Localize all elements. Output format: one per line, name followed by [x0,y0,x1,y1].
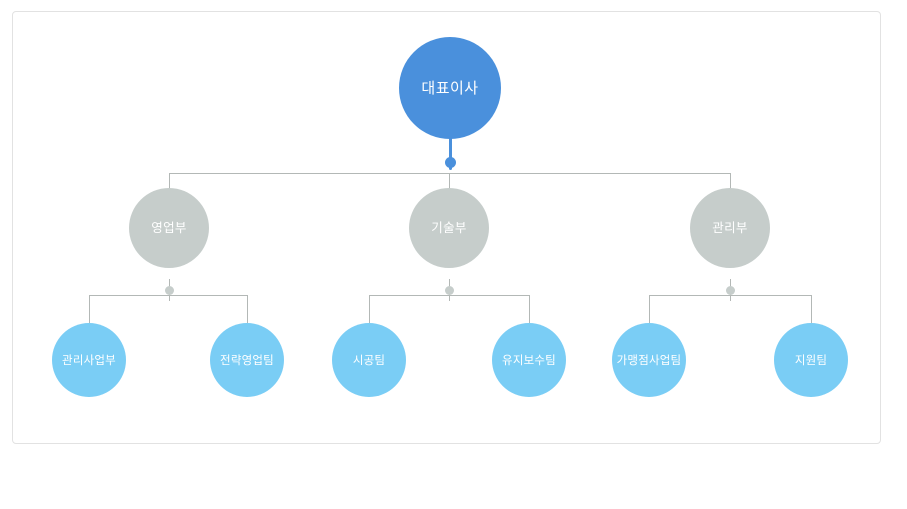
node-sales-dept-label: 영업부 [151,220,187,236]
connector-drop-support-team [811,295,812,323]
node-tech-dept-label: 기술부 [431,220,467,236]
node-admin-dept[interactable]: 관리부 [690,188,770,268]
connector-drop-strategic-sales-team [247,295,248,323]
node-sales-dept[interactable]: 영업부 [129,188,209,268]
connector-drop-admin-dept [730,173,731,199]
connector-dot-tech-dept [445,286,454,295]
node-maintenance-team[interactable]: 유지보수팀 [492,323,566,397]
connector-drop-mgmt-business-div [89,295,90,323]
connector-drop-sales-dept [169,173,170,199]
node-support-team[interactable]: 지원팀 [774,323,848,397]
node-tech-dept[interactable]: 기술부 [409,188,489,268]
node-mgmt-business-div[interactable]: 관리사업부 [52,323,126,397]
connector-dot-sales-dept [165,286,174,295]
node-franchise-business-team-label: 가맹점사업팀 [616,352,682,367]
connector-drop-franchise-business-team [649,295,650,323]
node-maintenance-team-label: 유지보수팀 [502,352,556,367]
connector-drop-tech-dept [449,173,450,199]
connector-bracket-tech-dept [369,295,529,296]
connector-drop-maintenance-team [529,295,530,323]
node-mgmt-business-div-label: 관리사업부 [62,352,116,367]
node-franchise-business-team[interactable]: 가맹점사업팀 [612,323,686,397]
node-construction-team[interactable]: 시공팀 [332,323,406,397]
connector-root-dot [445,157,456,168]
connector-level1-bus [169,173,731,174]
node-construction-team-label: 시공팀 [352,352,386,367]
node-support-team-label: 지원팀 [794,352,828,367]
connector-dot-admin-dept [726,286,735,295]
node-admin-dept-label: 관리부 [712,220,748,236]
node-strategic-sales-team[interactable]: 전략영업팀 [210,323,284,397]
node-strategic-sales-team-label: 전략영업팀 [220,352,274,367]
connector-bracket-admin-dept [649,295,811,296]
node-ceo[interactable]: 대표이사 [399,37,501,139]
connector-drop-construction-team [369,295,370,323]
connector-root-stem [449,137,452,170]
node-ceo-label: 대표이사 [421,78,479,97]
chart-frame: 대표이사 영업부 기술부 관리부 관리사업부 전략영업팀 시공팀 유지보수팀 가… [12,11,881,444]
connector-bracket-sales-dept [89,295,247,296]
